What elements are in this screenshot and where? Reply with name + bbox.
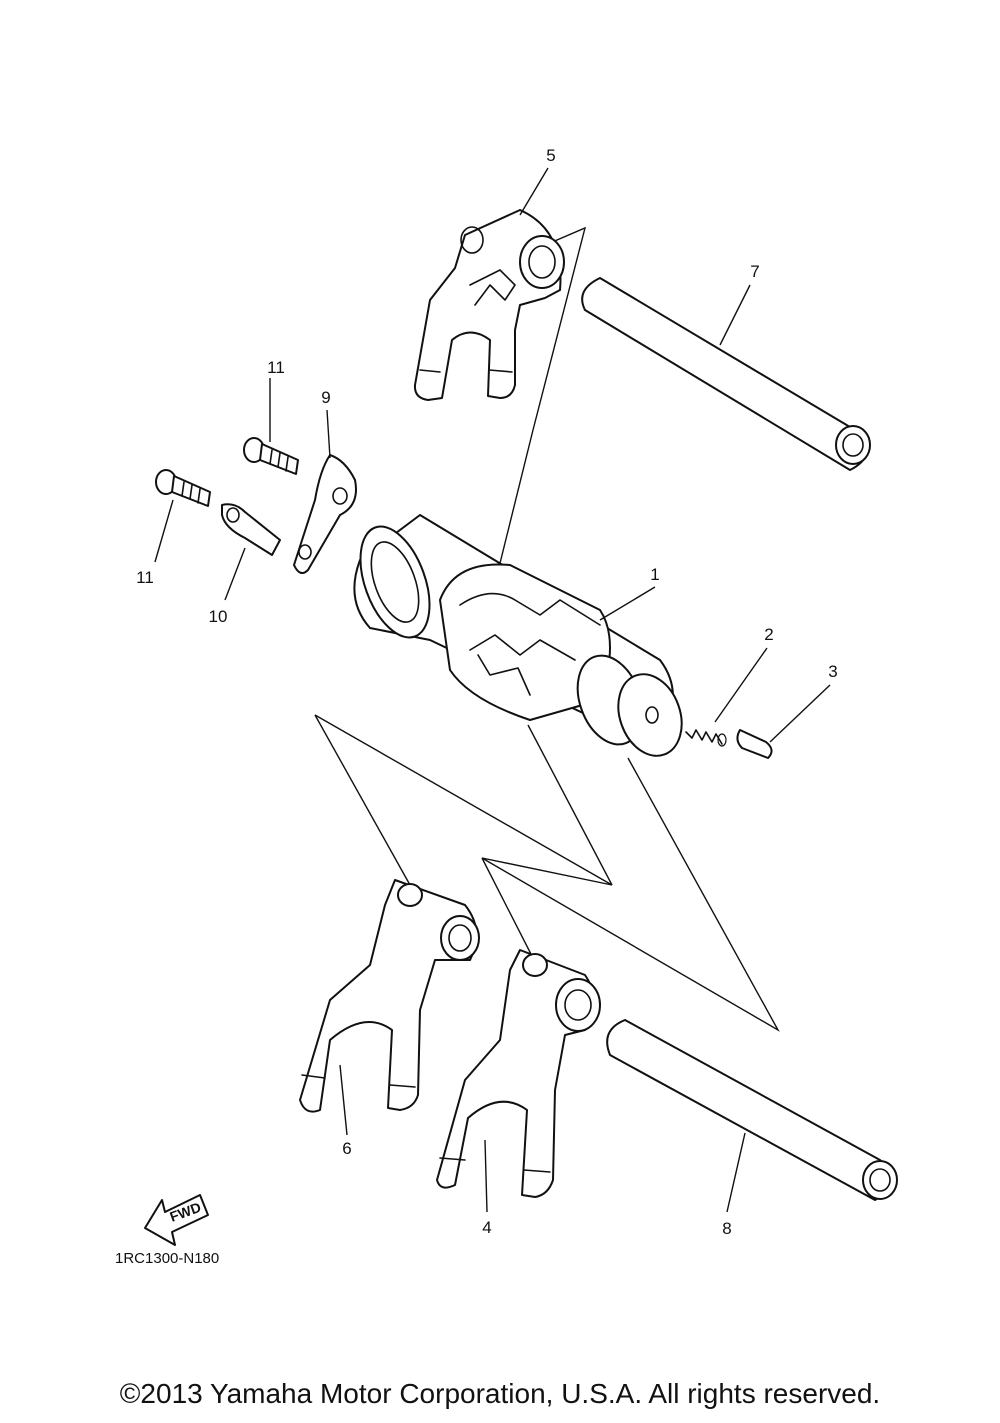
callout-10: 10 xyxy=(209,607,228,626)
callout-11-lower: 11 xyxy=(136,568,154,587)
callout-6: 6 xyxy=(342,1139,351,1158)
screw-11-upper[interactable] xyxy=(243,437,299,475)
diagram-code: 1RC1300-N180 xyxy=(115,1250,219,1267)
shift-fork-6[interactable] xyxy=(299,879,480,1113)
callout-leaders xyxy=(154,167,831,1213)
screw-11-lower[interactable] xyxy=(155,469,211,507)
callout-9: 9 xyxy=(321,388,330,407)
callout-4: 4 xyxy=(482,1218,491,1237)
callout-2: 2 xyxy=(764,625,773,644)
callout-labels: 1 2 3 4 5 6 7 8 9 10 11 11 xyxy=(136,146,838,1238)
shift-fork-4[interactable] xyxy=(436,949,601,1198)
guide-bar-7[interactable] xyxy=(581,277,871,471)
callout-7: 7 xyxy=(750,262,759,281)
callout-1: 1 xyxy=(650,565,659,584)
guide-bar-8[interactable] xyxy=(606,1019,898,1201)
fwd-arrow-icon: FWD xyxy=(144,1194,209,1246)
callout-8: 8 xyxy=(722,1219,731,1238)
shift-drum-1[interactable] xyxy=(347,514,693,765)
callout-11-upper: 11 xyxy=(267,358,285,377)
segment-10[interactable] xyxy=(221,503,281,556)
callout-3: 3 xyxy=(828,662,837,681)
plate-9[interactable] xyxy=(293,454,357,575)
pin-3[interactable] xyxy=(736,729,773,759)
spring-2[interactable] xyxy=(685,729,727,747)
shift-fork-5[interactable] xyxy=(413,209,565,401)
copyright-notice: ©2013 Yamaha Motor Corporation, U.S.A. A… xyxy=(119,1378,881,1409)
callout-5: 5 xyxy=(546,146,555,165)
